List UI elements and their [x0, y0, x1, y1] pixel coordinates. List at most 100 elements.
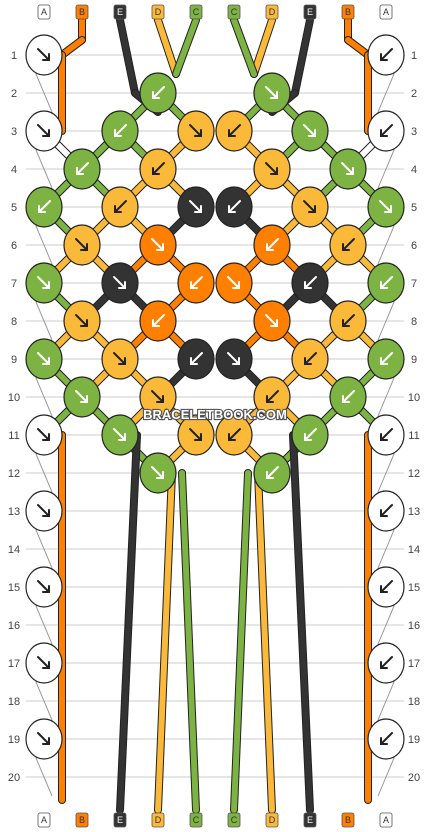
strand-label-bottom-tab: [227, 812, 241, 828]
strand-label-top-tab: [151, 4, 165, 20]
arrow-icon: [113, 428, 126, 441]
arrow-icon: [114, 124, 127, 137]
row-number-right: 8: [411, 316, 417, 328]
arrow-icon: [342, 314, 355, 327]
arrow-icon: [304, 276, 317, 289]
arrow-icon: [189, 428, 202, 441]
knot: [177, 110, 215, 152]
watermark-text: BRACELETBOOK.COM: [143, 407, 287, 422]
strand-label-bottom: B: [345, 815, 351, 825]
row-number-right: 18: [408, 696, 420, 708]
strand-label-bottom: A: [383, 815, 389, 825]
row-number-right: 6: [411, 240, 417, 252]
left-green-strand: [173, 17, 199, 77]
knot: [253, 72, 291, 114]
arrow-icon: [380, 504, 393, 517]
strand-label-top: E: [307, 7, 313, 17]
row-number-left: 17: [8, 658, 20, 670]
knot: [177, 338, 215, 380]
strand-label-top: B: [345, 7, 351, 17]
arrow-icon: [379, 200, 392, 213]
strand-label-bottom: A: [41, 815, 47, 825]
arrow-icon: [342, 390, 355, 403]
knot: [177, 186, 215, 228]
strand-label-top-tab: [265, 4, 279, 20]
row-number-left: 16: [8, 620, 20, 632]
strand-label-top: B: [79, 7, 85, 17]
left-yellow-lower-strand: [155, 470, 175, 813]
knot: [367, 338, 405, 380]
arrow-icon: [75, 314, 88, 327]
arrow-icon: [303, 200, 316, 213]
arrow-icon: [380, 428, 393, 441]
strand-label-top: D: [155, 7, 162, 17]
row-number-left: 19: [8, 734, 20, 746]
arrow-icon: [380, 732, 393, 745]
knot: [25, 414, 63, 456]
knot: [25, 642, 63, 684]
arrow-icon: [265, 162, 278, 175]
left-dark-lower-strand: [117, 432, 140, 813]
knot: [25, 566, 63, 608]
strand-label-bottom: D: [269, 815, 276, 825]
row-number-right: 1: [411, 50, 417, 62]
arrow-icon: [152, 162, 165, 175]
arrow-icon: [189, 124, 202, 137]
knot: [63, 224, 101, 266]
row-number-right: 3: [411, 126, 417, 138]
strand-label-top-tab: [75, 4, 89, 20]
arrow-icon: [75, 238, 88, 251]
knot: [329, 148, 367, 190]
row-number-left: 1: [11, 50, 17, 62]
knot-grid: [25, 34, 405, 760]
strand-label-bottom-tab: [189, 812, 203, 828]
knot: [139, 224, 177, 266]
strand-label-top-tab: [379, 4, 393, 20]
knot: [215, 110, 253, 152]
knot: [101, 186, 139, 228]
knot: [253, 300, 291, 342]
arrow-icon: [380, 352, 393, 365]
strand-label-top-tab: [189, 4, 203, 20]
knot: [63, 376, 101, 418]
arrow-icon: [342, 238, 355, 251]
row-number-right: 4: [411, 164, 417, 176]
right-green-lower-strand: [231, 470, 251, 813]
strand-label-top: E: [117, 7, 123, 17]
arrow-icon: [265, 314, 278, 327]
strand-label-bottom: B: [79, 815, 85, 825]
knot: [291, 262, 329, 304]
arrow-icon: [380, 48, 393, 61]
knot: [25, 110, 63, 152]
knot: [367, 414, 405, 456]
arrow-icon: [38, 200, 51, 213]
row-number-right: 12: [408, 468, 420, 480]
arrow-icon: [114, 200, 127, 213]
left-yellow-strand: [155, 17, 179, 77]
arrow-icon: [190, 352, 203, 365]
row-number-right: 17: [408, 658, 420, 670]
strand-label-top-tab: [341, 4, 355, 20]
row-number-right: 11: [408, 430, 419, 442]
left-orange-border-strand: [59, 37, 85, 58]
strand-label-top-tab: [303, 4, 317, 20]
right-yellow-strand: [251, 17, 275, 77]
knot: [25, 186, 63, 228]
right-dark-lower-strand: [290, 432, 313, 813]
arrow-icon: [37, 428, 50, 441]
arrow-icon: [37, 124, 50, 137]
knot: [25, 718, 63, 760]
knot: [253, 452, 291, 494]
knot: [101, 414, 139, 456]
row-number-left: 12: [8, 468, 20, 480]
arrow-icon: [265, 86, 278, 99]
row-number-right: 10: [408, 392, 420, 404]
knot: [367, 718, 405, 760]
knot: [253, 376, 291, 418]
row-number-left: 15: [8, 582, 20, 594]
arrow-icon: [189, 200, 202, 213]
strand-label-bottom: D: [155, 815, 162, 825]
arrow-icon: [380, 276, 393, 289]
arrow-icon: [37, 580, 50, 593]
